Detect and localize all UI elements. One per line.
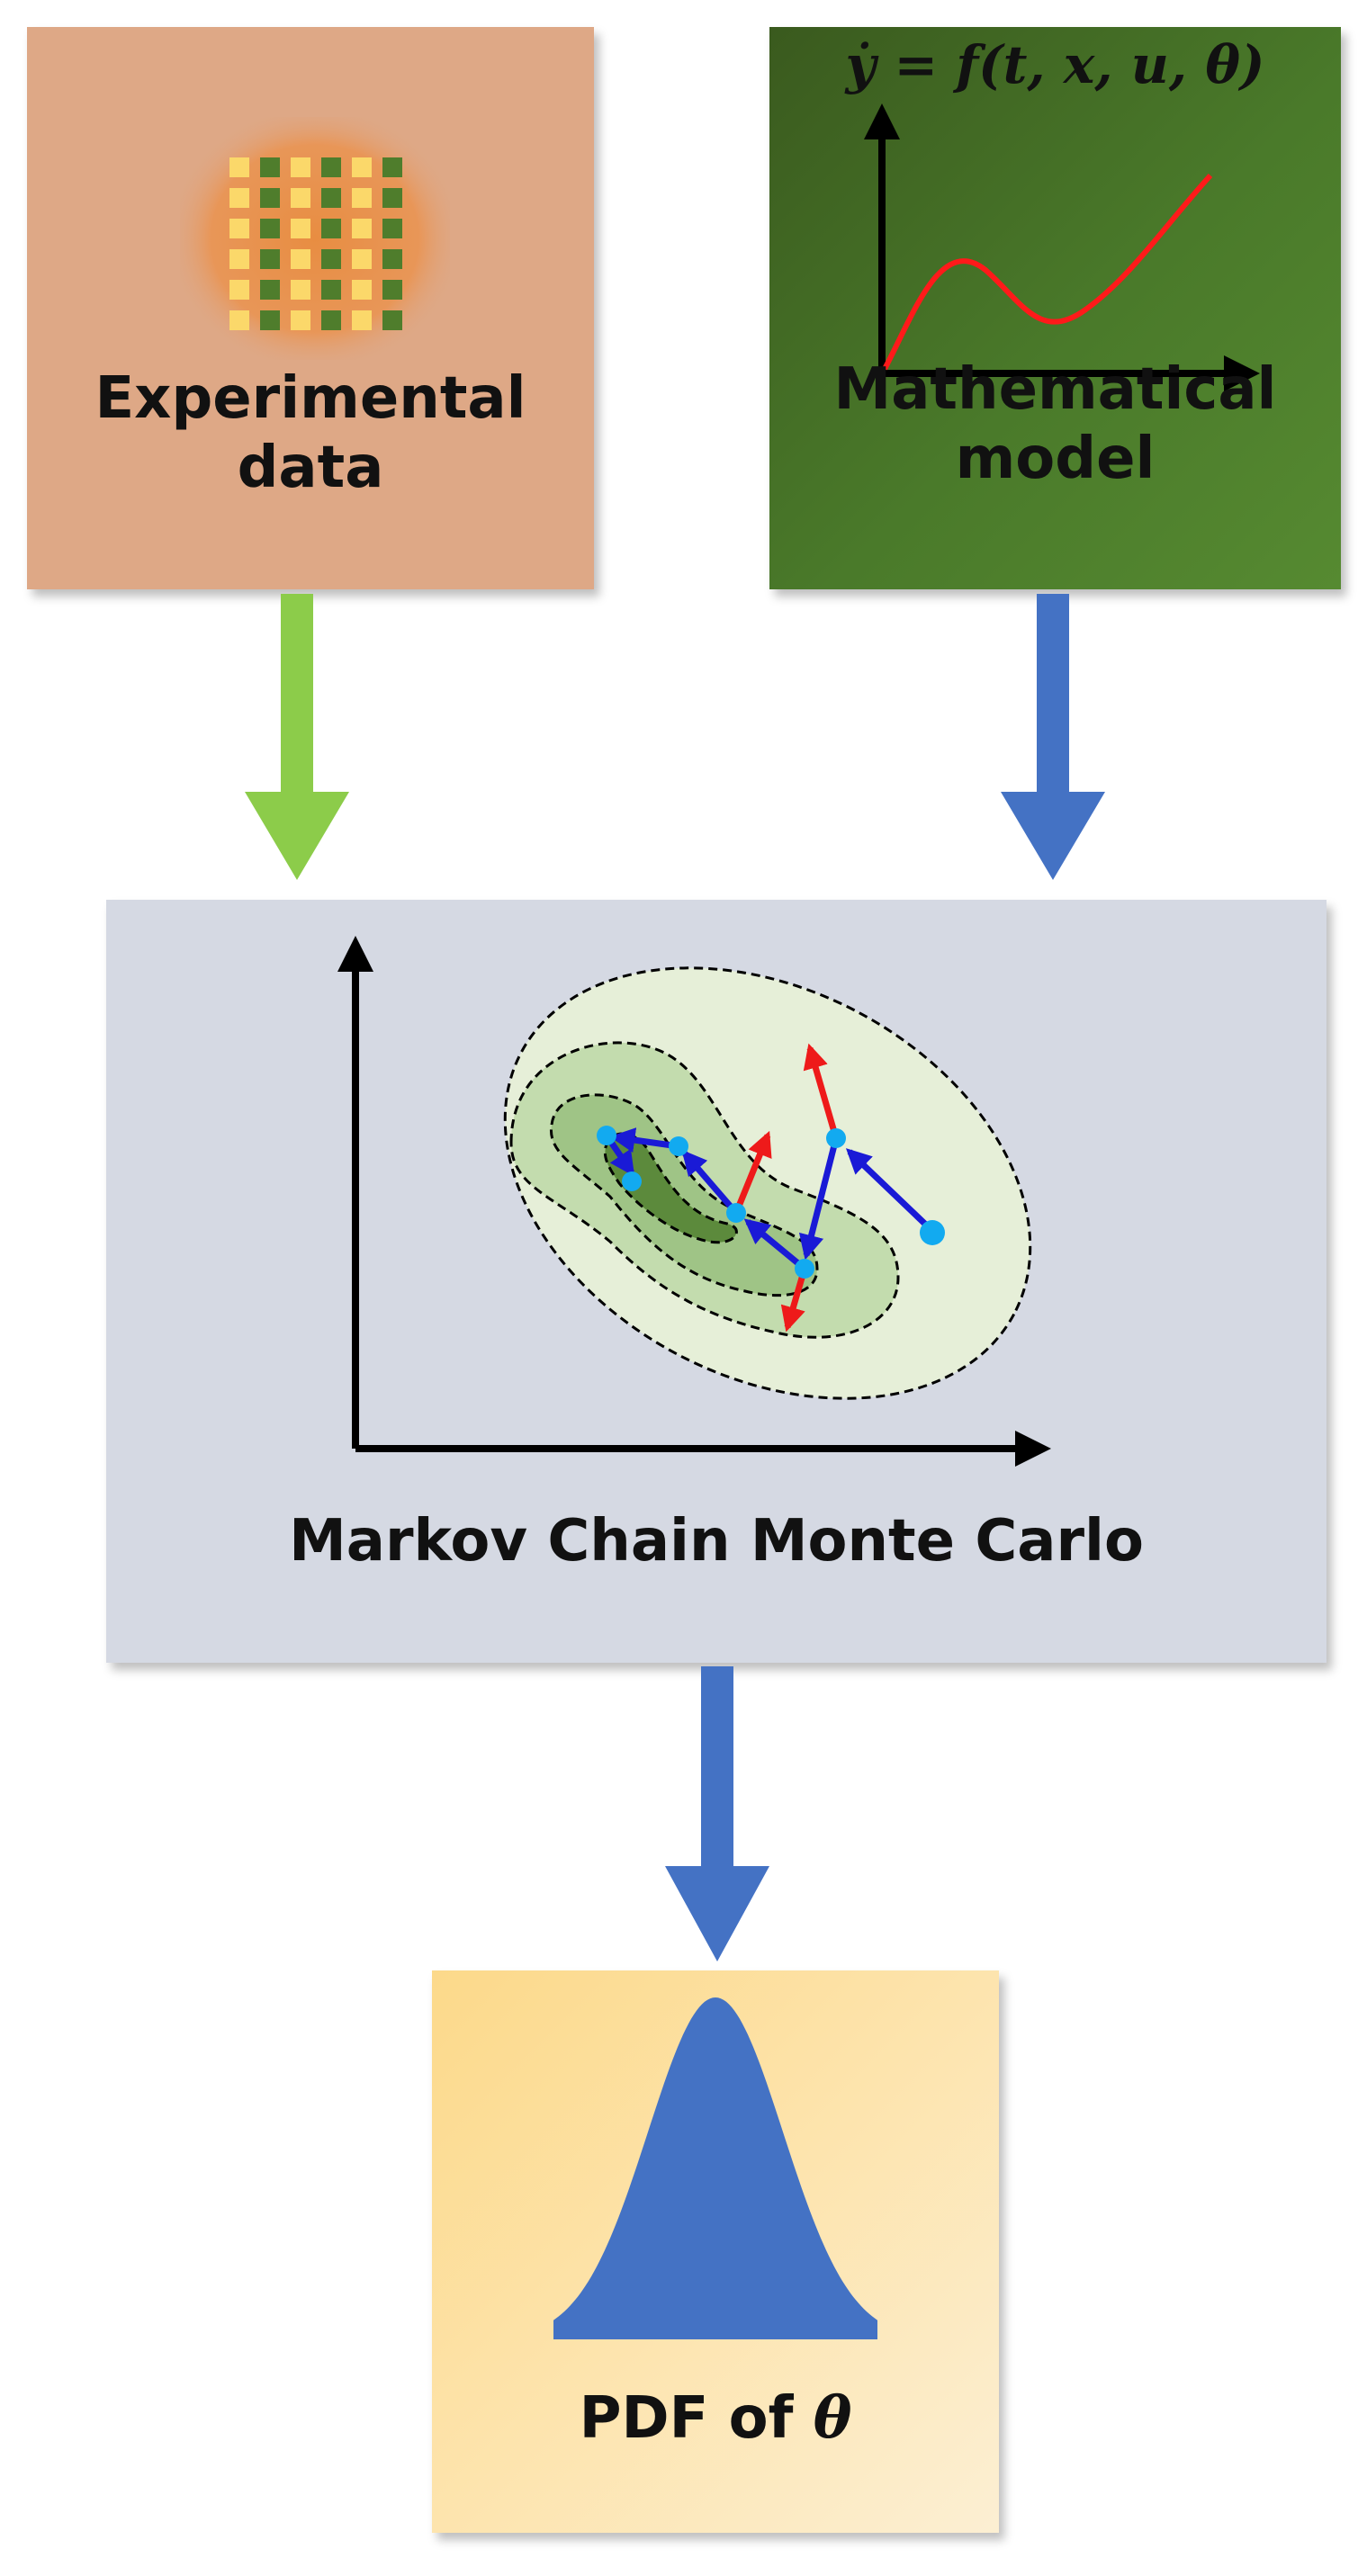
mcmc-sample — [597, 1126, 616, 1145]
pdf-curve — [553, 1997, 877, 2339]
data-grid-cell — [352, 280, 372, 300]
experimental-data-label-line1: Experimental — [94, 365, 526, 432]
model-curve — [882, 173, 1213, 371]
data-grid-cell — [352, 249, 372, 269]
data-grid-icon — [180, 117, 450, 360]
mathematical-model-box: ẏ = f(t, x, u, θ) Mathematical model — [769, 27, 1341, 589]
data-grid-cell — [382, 219, 402, 238]
model-plot — [864, 103, 1260, 391]
mcmc-sample — [795, 1259, 814, 1279]
data-grid-cell — [229, 280, 249, 300]
pdf-label-symbol: θ — [813, 2384, 852, 2452]
data-grid-cell — [291, 157, 310, 177]
mathematical-model-label-line2: model — [955, 425, 1156, 492]
mcmc-sample — [726, 1203, 746, 1223]
data-grid-cell — [321, 310, 341, 330]
data-grid-cell — [291, 219, 310, 238]
data-grid-cell — [260, 310, 280, 330]
data-grid-cell — [260, 188, 280, 208]
pdf-label-prefix: PDF of — [579, 2385, 814, 2452]
pdf-box: PDF of θ — [432, 1970, 999, 2533]
data-grid-cell — [382, 280, 402, 300]
accepted-move — [681, 1149, 739, 1216]
mcmc-label: Markov Chain Monte Carlo — [289, 1508, 1144, 1575]
mcmc-sample — [669, 1136, 688, 1156]
accepted-move — [798, 1137, 840, 1261]
accepted-move — [609, 1127, 679, 1153]
rejected-proposal — [733, 1130, 772, 1215]
accepted-move — [845, 1148, 935, 1234]
mcmc-sample — [622, 1171, 642, 1191]
mcmc-box: Markov Chain Monte Carlo — [106, 900, 1327, 1663]
data-grid-cell — [321, 249, 341, 269]
data-grid-cell — [352, 157, 372, 177]
data-grid-cell — [229, 310, 249, 330]
data-grid-cell — [229, 249, 249, 269]
data-grid-cell — [260, 219, 280, 238]
pdf-curve-icon — [553, 1997, 877, 2339]
rejected-proposal — [803, 1043, 840, 1139]
data-grid-cell — [229, 157, 249, 177]
data-to-mcmc-arrow — [245, 594, 349, 880]
posterior-contour-inner — [603, 1132, 738, 1244]
data-grid-cell — [382, 188, 402, 208]
data-grid-cell — [291, 280, 310, 300]
mcmc-sample — [826, 1128, 846, 1148]
mathematical-model-label: Mathematical model — [769, 355, 1341, 494]
pdf-label: PDF of θ — [432, 2384, 999, 2454]
data-grid-cell — [382, 249, 402, 269]
data-grid-cell — [229, 219, 249, 238]
accepted-move — [743, 1218, 807, 1271]
experimental-data-label-line2: data — [237, 434, 384, 501]
data-grid-cell — [229, 188, 249, 208]
data-grid-cell — [321, 188, 341, 208]
data-grid-cell — [291, 188, 310, 208]
experimental-data-box: Experimental data — [27, 27, 594, 589]
mathematical-model-label-line1: Mathematical — [833, 356, 1277, 423]
data-grid-cell — [352, 219, 372, 238]
data-grid-cell — [260, 249, 280, 269]
data-grid-cell — [321, 219, 341, 238]
data-grid-cell — [352, 188, 372, 208]
mcmc-plot — [337, 936, 1051, 1467]
data-grid-cell — [291, 310, 310, 330]
data-grid-cell — [352, 310, 372, 330]
data-grid-cell — [260, 280, 280, 300]
data-grid-cell — [321, 157, 341, 177]
mcmc-to-pdf-arrow — [665, 1666, 769, 1961]
data-grid-cell — [260, 157, 280, 177]
mcmc-sample — [920, 1220, 945, 1245]
data-grid-cell — [382, 157, 402, 177]
rejected-proposal — [780, 1268, 808, 1333]
experimental-data-label: Experimental data — [27, 364, 594, 503]
data-grid-cell — [291, 249, 310, 269]
data-grid-cell — [321, 280, 341, 300]
model-equation: ẏ = f(t, x, u, θ) — [845, 34, 1265, 95]
data-grid-cell — [382, 310, 402, 330]
model-to-mcmc-arrow — [1001, 594, 1105, 880]
